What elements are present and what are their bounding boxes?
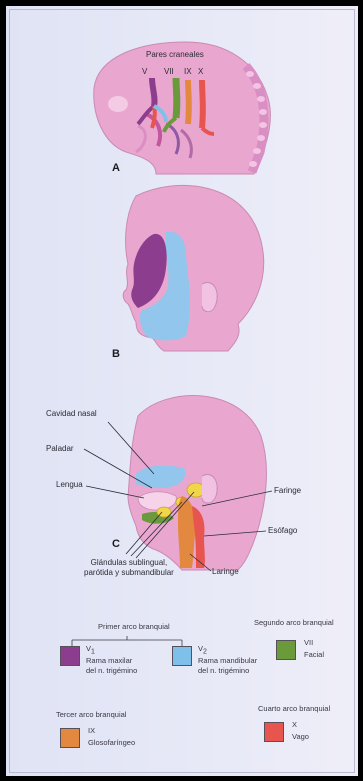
second-arch-title: Segundo arco branquial bbox=[254, 618, 334, 628]
label-esophagus: Esófago bbox=[268, 526, 297, 536]
nerve-label-vii: VII bbox=[164, 67, 174, 76]
x-description: Vago bbox=[292, 732, 309, 742]
label-larynx: Laringe bbox=[212, 567, 239, 577]
label-pharynx: Faringe bbox=[274, 486, 301, 496]
v2-description: Rama mandibular del n. trigémino bbox=[198, 656, 257, 676]
nerve-label-x: X bbox=[198, 67, 203, 76]
cranial-nerves-title: Pares craneales bbox=[146, 50, 204, 60]
vii-swatch bbox=[276, 640, 296, 660]
x-swatch bbox=[264, 722, 284, 742]
label-palate: Paladar bbox=[46, 444, 74, 454]
ix-swatch bbox=[60, 728, 80, 748]
x-symbol: X bbox=[292, 720, 297, 730]
embryo-illustration bbox=[94, 42, 271, 174]
v2-swatch bbox=[172, 646, 192, 666]
first-arch-title: Primer arco branquial bbox=[98, 622, 170, 632]
label-glands: Glándulas sublingual, parótida y submand… bbox=[84, 558, 174, 578]
head-b-illustration bbox=[123, 185, 263, 351]
panel-a-letter: A bbox=[112, 162, 120, 174]
fourth-arch-title: Cuarto arco branquial bbox=[258, 704, 330, 714]
ix-symbol: IX bbox=[88, 726, 95, 736]
v1-description: Rama maxilar del n. trigémino bbox=[86, 656, 137, 676]
v1-swatch bbox=[60, 646, 80, 666]
vii-symbol: VII bbox=[304, 638, 313, 648]
ix-description: Glosofaríngeo bbox=[88, 738, 135, 748]
label-tongue: Lengua bbox=[56, 480, 83, 490]
panel-b-letter: B bbox=[112, 348, 120, 360]
vii-description: Facial bbox=[304, 650, 324, 660]
nerve-label-ix: IX bbox=[184, 67, 192, 76]
third-arch-title: Tercer arco branquial bbox=[56, 710, 126, 720]
nerve-label-v: V bbox=[142, 67, 147, 76]
panel-c-letter: C bbox=[112, 538, 120, 550]
label-nasal-cavity: Cavidad nasal bbox=[46, 409, 97, 419]
page: Pares craneales V VII IX X A B Cavidad n… bbox=[6, 6, 358, 776]
